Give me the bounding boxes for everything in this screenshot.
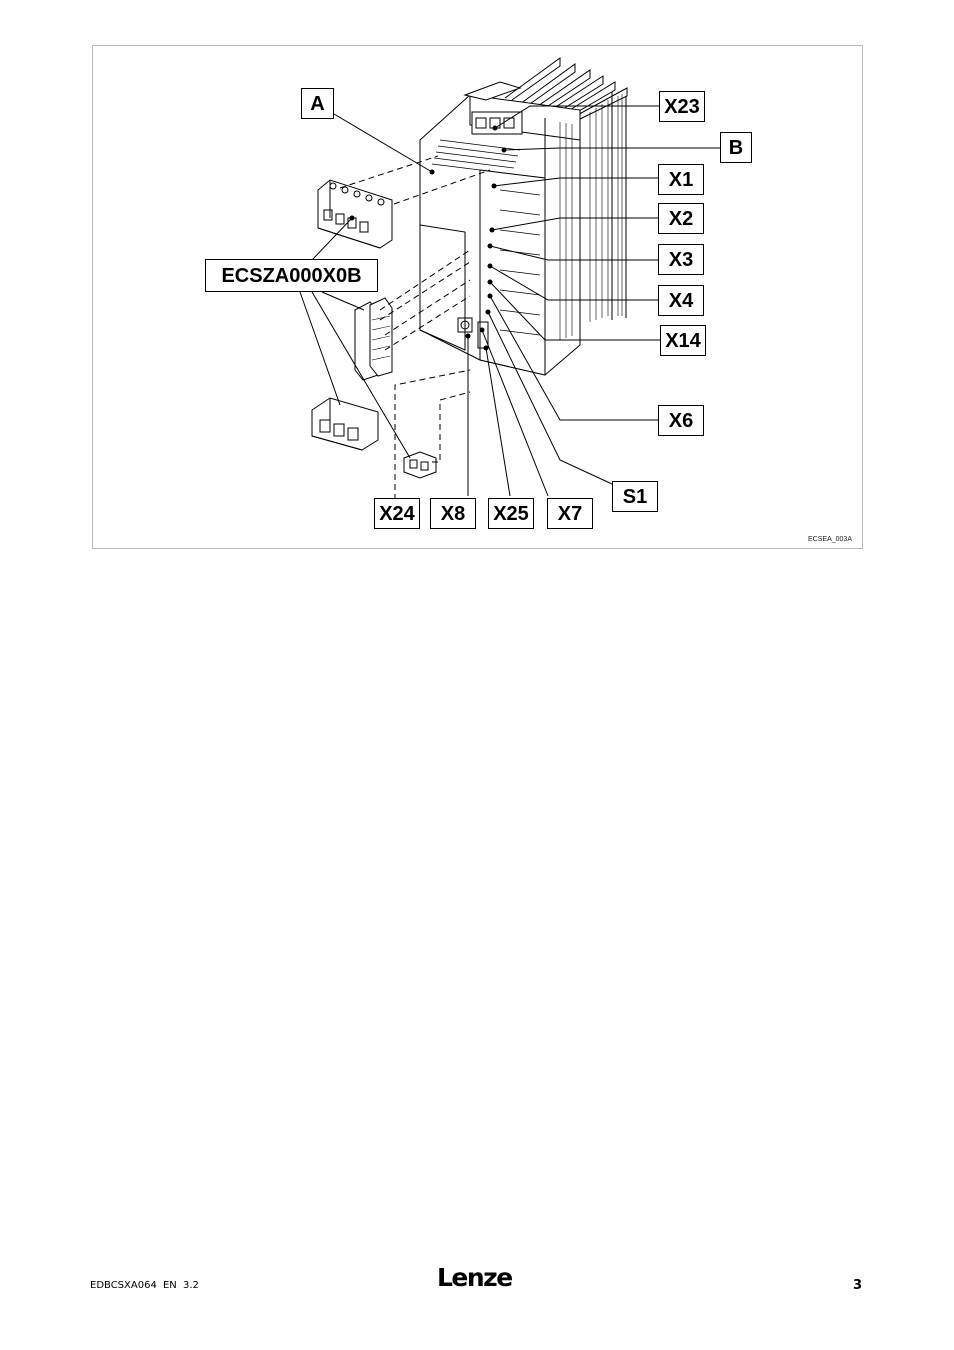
callout-x4: X4: [658, 285, 704, 316]
figure-frame: ECSEA_003A: [92, 45, 863, 549]
callout-x25: X25: [488, 498, 534, 529]
heatsink-fins: [504, 57, 628, 320]
callout-x24: X24: [374, 498, 420, 529]
callout-a: A: [301, 88, 334, 119]
ribbon-connectors: [354, 297, 393, 381]
callout-b: B: [720, 132, 752, 163]
callout-x3: X3: [658, 244, 704, 275]
figure-code: ECSEA_003A: [808, 536, 852, 543]
device-drawing: [299, 57, 720, 500]
power-connector: [317, 179, 393, 249]
callout-x7: X7: [547, 498, 593, 529]
callout-x8: X8: [430, 498, 476, 529]
callout-x14: X14: [660, 325, 706, 356]
lenze-logo: Lenze: [437, 1263, 513, 1292]
terminal-block: [311, 397, 379, 451]
callout-x2: X2: [658, 203, 704, 234]
callout-s1: S1: [612, 481, 658, 512]
callout-x23: X23: [659, 91, 705, 122]
callout-ecsza000x0b: ECSZA000X0B: [205, 259, 378, 292]
callout-x6: X6: [658, 405, 704, 436]
callout-x1: X1: [658, 164, 704, 195]
small-connector: [403, 451, 437, 479]
device-body: [419, 81, 623, 376]
page-number: 3: [852, 1278, 862, 1293]
document-id: EDBCSXA064 EN 3.2: [90, 1280, 199, 1291]
